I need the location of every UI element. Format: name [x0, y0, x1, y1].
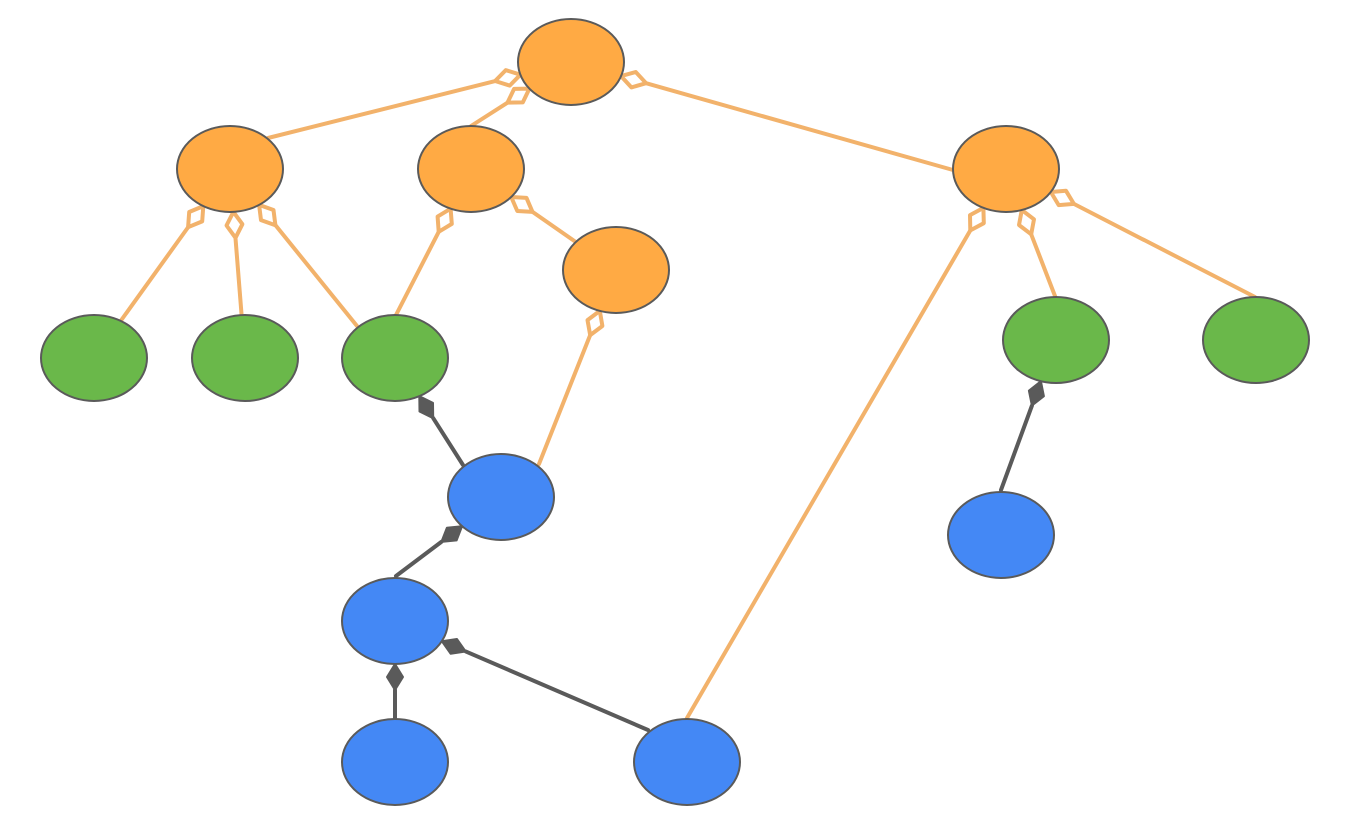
blue-node-shape[interactable] [947, 491, 1055, 579]
aggregation-line [273, 223, 359, 328]
edge-b1-to-g3 [418, 395, 465, 467]
edge-g2-to-o2 [224, 209, 245, 318]
edges-layer [118, 68, 1257, 732]
aggregation-line [685, 228, 973, 720]
edge-o5-to-o3 [509, 195, 578, 244]
green-node-shape[interactable] [40, 314, 148, 402]
node-g4[interactable] [1002, 296, 1110, 384]
hollow-diamond-icon [186, 204, 206, 230]
node-g1[interactable] [40, 314, 148, 402]
composition-line [431, 416, 465, 467]
hollow-diamond-icon [1017, 208, 1036, 237]
blue-node-shape[interactable] [633, 718, 741, 806]
filled-diamond-icon [440, 638, 467, 655]
aggregation-line [233, 235, 244, 318]
orange-node-shape[interactable] [562, 226, 670, 314]
green-node-shape[interactable] [1202, 296, 1310, 384]
aggregation-line [266, 79, 498, 140]
node-o1[interactable] [517, 18, 625, 106]
aggregation-line [644, 81, 955, 172]
green-node-shape[interactable] [1002, 296, 1110, 384]
node-o3[interactable] [417, 125, 525, 213]
orange-node-shape[interactable] [417, 125, 525, 213]
hollow-diamond-icon [493, 68, 523, 88]
edge-g5-to-o4 [1048, 188, 1257, 299]
blue-node-shape[interactable] [341, 577, 449, 665]
edge-g3-to-o3 [394, 206, 454, 317]
edge-b1-to-o5 [537, 308, 605, 466]
hollow-diamond-icon [224, 209, 245, 240]
edge-b4-to-b2 [386, 663, 404, 721]
hollow-diamond-icon [1048, 188, 1076, 208]
node-g5[interactable] [1202, 296, 1310, 384]
hollow-diamond-icon [435, 206, 454, 234]
aggregation-line [394, 229, 441, 317]
node-o5[interactable] [562, 226, 670, 314]
composition-line [999, 403, 1034, 492]
edge-b5-to-b2 [440, 638, 650, 732]
hollow-diamond-icon [619, 70, 649, 90]
blue-node-shape[interactable] [341, 718, 449, 806]
hollow-diamond-icon [505, 86, 532, 105]
blue-node-shape[interactable] [447, 453, 555, 541]
node-b3[interactable] [947, 491, 1055, 579]
aggregation-line [530, 209, 578, 244]
filled-diamond-icon [418, 395, 435, 420]
edge-o2-to-o1 [266, 68, 523, 140]
hollow-diamond-icon [585, 308, 605, 338]
node-g3[interactable] [341, 314, 449, 402]
node-g2[interactable] [191, 314, 299, 402]
filled-diamond-icon [386, 663, 404, 691]
node-o4[interactable] [952, 125, 1060, 213]
node-b5[interactable] [633, 718, 741, 806]
orange-node-shape[interactable] [176, 125, 284, 213]
green-node-shape[interactable] [341, 314, 449, 402]
aggregation-line [1071, 201, 1257, 299]
edge-g1-to-o2 [118, 204, 206, 323]
edge-o4-to-o1 [619, 70, 955, 172]
aggregation-line [537, 333, 593, 466]
filled-diamond-icon [1027, 380, 1045, 407]
aggregation-line [118, 225, 191, 323]
composition-line [394, 539, 444, 578]
hollow-diamond-icon [509, 195, 535, 214]
edge-b5-to-o4 [685, 205, 986, 720]
node-b1[interactable] [447, 453, 555, 541]
aggregation-line [469, 100, 510, 128]
node-b2[interactable] [341, 577, 449, 665]
node-o2[interactable] [176, 125, 284, 213]
orange-node-shape[interactable] [952, 125, 1060, 213]
green-node-shape[interactable] [191, 314, 299, 402]
edge-b3-to-g4 [999, 380, 1045, 492]
edge-o3-to-o1 [469, 86, 532, 128]
composition-line [463, 649, 650, 732]
orange-node-shape[interactable] [517, 18, 625, 106]
edge-b2-to-b1 [394, 525, 464, 578]
filled-diamond-icon [440, 525, 464, 543]
edge-g4-to-o4 [1017, 208, 1057, 298]
hollow-diamond-icon [257, 202, 278, 228]
edge-g3-to-o2 [257, 202, 359, 328]
node-b4[interactable] [341, 718, 449, 806]
nodes-layer [40, 18, 1310, 806]
aggregation-line [1029, 232, 1057, 298]
hollow-diamond-icon [968, 205, 986, 233]
